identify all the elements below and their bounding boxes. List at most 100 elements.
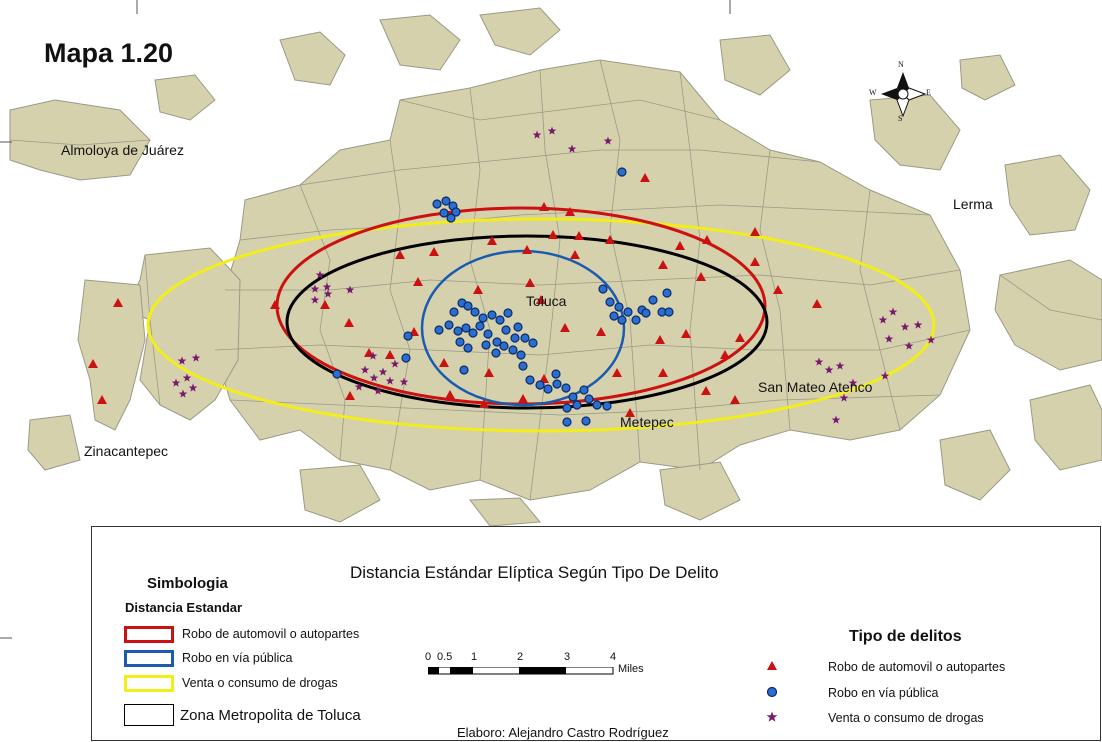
star-marker [373,386,383,395]
circle-marker [401,353,411,363]
place-label-toluca: Toluca [526,293,567,309]
circle-marker [441,196,451,206]
swatch-ellipse-drogas [124,675,174,692]
triangle-marker [596,327,606,336]
circle-marker [584,394,594,404]
circle-icon [766,686,778,698]
circle-marker [664,307,674,317]
star-marker [177,356,187,365]
scale-unit: Miles [618,663,644,675]
triangle-marker [439,358,449,367]
urban-area-north-4 [719,34,791,96]
circle-marker [617,167,627,177]
triangle-marker [570,250,580,259]
circle-marker [508,345,518,355]
circle-marker [463,301,473,311]
triangle-marker [385,350,395,359]
star-marker [904,341,914,350]
triangle-marker [522,245,532,254]
circle-marker [518,361,528,371]
circle-marker [475,321,485,331]
legend-title: Distancia Estándar Elíptica Según Tipo D… [350,563,719,582]
ellipse-drogas [146,217,936,433]
circle-marker [662,288,672,298]
triangle-marker [560,323,570,332]
triangle-marker [473,285,483,294]
star-marker [848,378,858,387]
circle-marker [491,348,501,358]
compass-rose-icon [881,72,927,118]
circle-marker [631,315,641,325]
triangle-marker [548,230,558,239]
legend-panel: Distancia Estándar Elíptica Según Tipo D… [91,526,1101,741]
urban-area-far-west [77,279,146,431]
swatch-label-zona: Zona Metropolita de Toluca [180,707,361,724]
triangle-marker [625,408,635,417]
star-marker [547,126,557,135]
circle-marker [487,310,497,320]
swatch-zona-metropolitana [124,704,174,726]
circle-marker [552,379,562,389]
swatch-label-robo-via: Robo en vía pública [182,651,293,665]
circle-marker [561,383,571,393]
circle-marker [535,380,545,390]
tipo-label-robo-via: Robo en vía pública [828,686,939,700]
star-marker [814,357,824,366]
star-marker [878,315,888,324]
star-marker [839,393,849,402]
urban-area-nw [9,99,151,181]
urban-area-ne-2 [959,54,1016,101]
place-label-almoloya: Almoloya de Juárez [61,142,184,158]
compass-e: E [926,88,931,97]
scale-tick-1: 1 [471,651,478,663]
urban-area-south [299,464,381,523]
circle-marker [572,400,582,410]
urban-area-se [939,429,1011,501]
star-marker [913,320,923,329]
swatch-ellipse-robo-automovil [124,626,174,643]
triangle-marker [539,202,549,211]
circle-marker [495,315,505,325]
star-marker [603,136,613,145]
urban-area-east [1004,154,1091,236]
compass-n: N [898,60,904,69]
circle-marker [503,308,513,318]
place-label-zinacantepec: Zinacantepec [84,443,169,459]
swatch-label-drogas: Venta o consumo de drogas [182,676,338,690]
urban-area-north-3 [479,7,561,56]
circle-marker [568,392,578,402]
star-marker [532,130,542,139]
circle-marker [459,365,469,375]
triangle-marker [658,260,668,269]
triangle-icon [767,661,777,670]
circle-marker [648,295,658,305]
star-marker [188,383,198,392]
urban-area-layer [9,7,1102,527]
triangle-marker [750,227,760,236]
triangle-marker [525,278,535,287]
triangle-marker [518,394,528,403]
scale-tick-3: 3 [564,651,571,663]
circle-marker [516,350,526,360]
circle-marker [579,385,589,395]
distancia-estandar-heading: Distancia Estandar [125,600,243,615]
circle-marker [468,328,478,338]
circle-marker [598,284,608,294]
star-marker [880,371,890,380]
star-marker [360,365,370,374]
triangle-marker [605,235,615,244]
triangle-marker [413,277,423,286]
circle-marker [617,315,627,325]
circle-marker [478,313,488,323]
ellipse-zona-metropolitana [285,234,769,410]
triangle-marker [97,395,107,404]
triangle-marker [730,395,740,404]
circle-marker [592,400,602,410]
circle-marker [463,343,473,353]
star-marker [900,322,910,331]
circle-marker [543,384,553,394]
circle-marker [483,329,493,339]
triangle-marker [655,335,665,344]
star-marker [926,335,936,344]
triangle-marker [735,333,745,342]
